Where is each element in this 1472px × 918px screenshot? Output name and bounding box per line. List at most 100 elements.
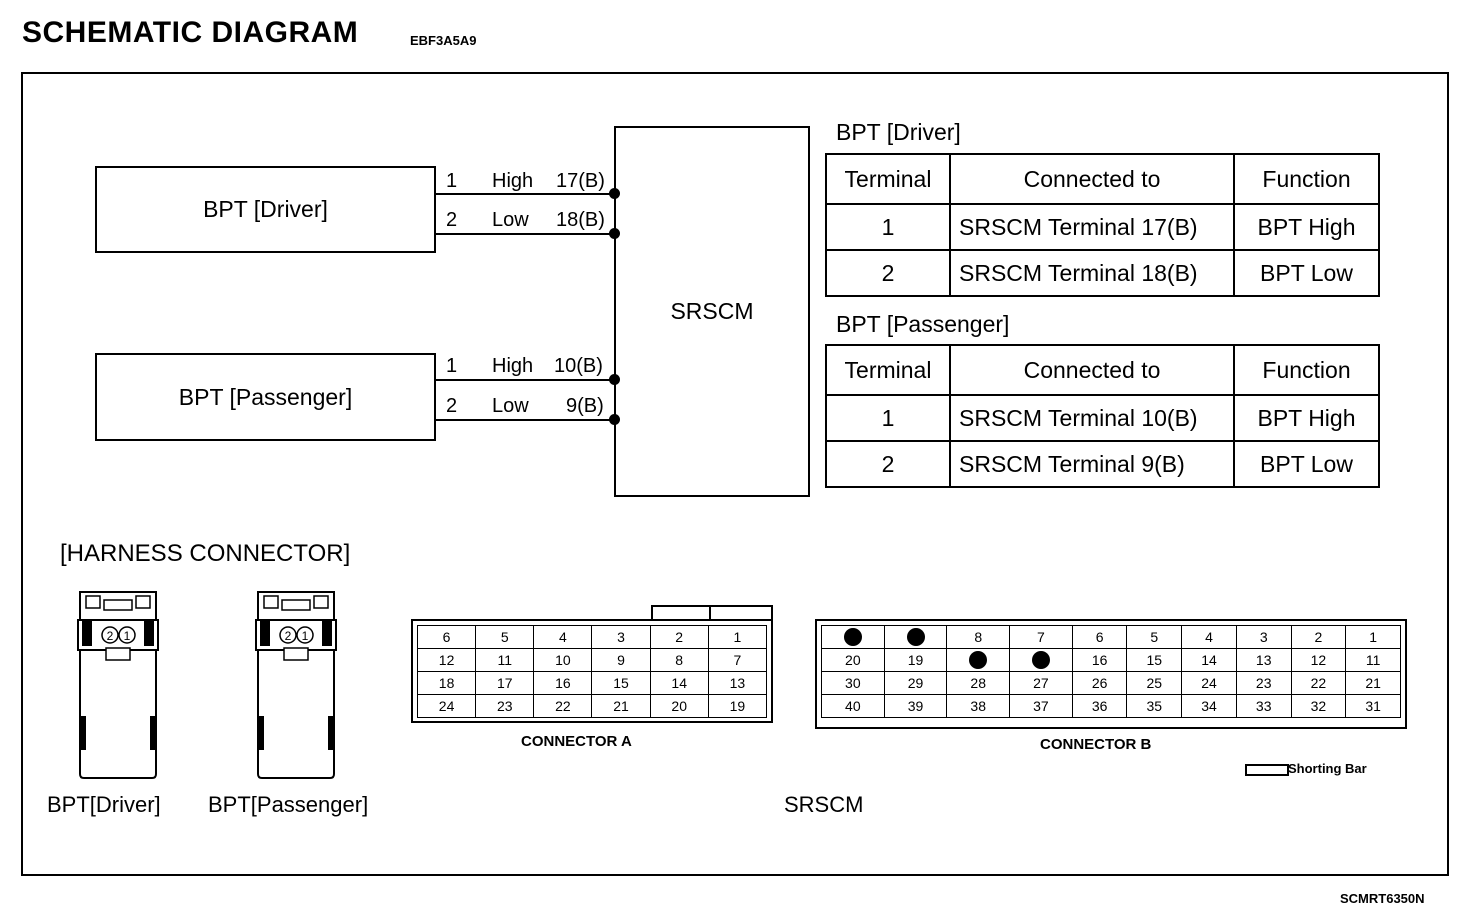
srscm-connector-label: SRSCM <box>784 792 864 817</box>
pin-cell: 20 <box>649 694 709 718</box>
wire-signal-label: Low <box>492 209 529 231</box>
pin-cell: 16 <box>533 671 593 695</box>
wire-driver-low <box>434 233 614 235</box>
pin-cell: 22 <box>1290 671 1347 695</box>
used-pin-marker <box>946 648 1011 672</box>
table-row: 1 SRSCM Terminal 17(B) BPT High <box>825 203 1380 251</box>
wire-terminal-label: 18(B) <box>556 209 605 231</box>
table-cell: BPT Low <box>1233 249 1380 297</box>
pin-cell: 11 <box>475 648 535 672</box>
table-header-row: Terminal Connected to Function <box>825 153 1380 205</box>
bpt-passenger-box-label: BPT [Passenger] <box>178 383 353 410</box>
pin-cell: 24 <box>416 694 477 718</box>
filled-circle-icon <box>1031 651 1050 670</box>
filled-circle-icon <box>969 651 988 670</box>
connector-a-label: CONNECTOR A <box>521 733 632 750</box>
pin-cell: 10 <box>533 648 593 672</box>
filled-circle-icon <box>906 628 925 647</box>
pin-cell: 8 <box>649 648 709 672</box>
pin-cell: 18 <box>416 671 477 695</box>
pin-cell: 30 <box>821 671 885 695</box>
pin-cell: 24 <box>1181 671 1237 695</box>
table-cell: SRSCM Terminal 9(B) <box>949 440 1235 488</box>
document-code: EBF3A5A9 <box>410 33 477 48</box>
pin-cell: 5 <box>1126 625 1183 649</box>
pin-cell: 15 <box>1126 648 1183 672</box>
pin-cell: 9 <box>591 648 651 672</box>
pin-cell: 23 <box>1235 671 1292 695</box>
pin-cell: 1 <box>707 625 768 649</box>
shorting-bar-symbol <box>1245 764 1289 776</box>
used-pin-marker <box>1009 648 1073 672</box>
pin-label: 2 <box>107 629 114 643</box>
pin-cell: 1 <box>1345 625 1401 649</box>
pin-cell: 5 <box>475 625 535 649</box>
passenger-terminal-table: Terminal Connected to Function 1 SRSCM T… <box>825 344 1380 488</box>
filled-circle-icon <box>843 628 862 647</box>
pin-cell: 34 <box>1181 694 1237 718</box>
wire-pin-label: 1 <box>446 170 458 192</box>
driver-table-title: BPT [Driver] <box>836 119 961 145</box>
bpt-driver-box-label: BPT [Driver] <box>203 196 328 222</box>
pin-label: 1 <box>124 629 131 643</box>
pin-cell: 37 <box>1009 694 1073 718</box>
pin-cell: 19 <box>883 648 948 672</box>
table-cell: 1 <box>825 394 951 442</box>
pin-label: 1 <box>302 629 309 643</box>
wire-terminal-label: 9(B) <box>566 395 604 417</box>
bpt-passenger-connector-label: BPT[Passenger] <box>208 792 369 817</box>
table-cell: BPT High <box>1233 203 1380 251</box>
table-cell: BPT High <box>1233 394 1380 442</box>
pin-cell: 40 <box>821 694 885 718</box>
driver-terminal-table: Terminal Connected to Function 1 SRSCM T… <box>825 153 1380 297</box>
pin-cell: 4 <box>533 625 593 649</box>
shorting-bar-label: Shorting Bar <box>1288 761 1367 776</box>
pin-cell: 12 <box>416 648 477 672</box>
pin-cell: 21 <box>1345 671 1401 695</box>
pin-cell: 6 <box>1071 625 1128 649</box>
pin-cell: 26 <box>1071 671 1128 695</box>
table-cell: SRSCM Terminal 10(B) <box>949 394 1235 442</box>
wire-signal-label: High <box>492 170 534 192</box>
table-header-row: Terminal Connected to Function <box>825 344 1380 396</box>
junction-dot <box>609 228 620 239</box>
wire-terminal-label: 10(B) <box>554 355 603 377</box>
table-cell: 1 <box>825 203 951 251</box>
pin-cell: 3 <box>1235 625 1292 649</box>
used-pin-marker <box>883 625 948 649</box>
passenger-table-title: BPT [Passenger] <box>836 311 1010 337</box>
pin-cell: 3 <box>591 625 651 649</box>
table-cell: BPT Low <box>1233 440 1380 488</box>
pin-cell: 20 <box>821 648 885 672</box>
wire-signal-label: Low <box>492 395 529 417</box>
pin-cell: 14 <box>1181 648 1237 672</box>
bpt-driver-connector-drawing: 2 1 <box>77 591 159 779</box>
pin-cell: 32 <box>1290 694 1347 718</box>
pin-cell: 14 <box>649 671 709 695</box>
pin-cell: 28 <box>946 671 1011 695</box>
pin-cell: 35 <box>1126 694 1183 718</box>
connector-b-label: CONNECTOR B <box>1040 736 1152 753</box>
table-header: Terminal <box>825 344 951 396</box>
table-cell: 2 <box>825 249 951 297</box>
wire-driver-high <box>434 193 614 195</box>
page-title: SCHEMATIC DIAGRAM <box>22 16 359 49</box>
table-header: Function <box>1233 344 1380 396</box>
table-cell: SRSCM Terminal 18(B) <box>949 249 1235 297</box>
pin-cell: 27 <box>1009 671 1073 695</box>
figure-code: SCMRT6350N <box>1340 891 1425 906</box>
connector-a-latch <box>651 605 773 621</box>
table-header: Connected to <box>949 344 1235 396</box>
bpt-driver-box: BPT [Driver] <box>95 166 436 253</box>
wire-pin-label: 1 <box>446 355 458 377</box>
pin-cell: 29 <box>883 671 948 695</box>
connector-a-latch-divider <box>709 605 711 619</box>
wire-pin-label: 2 <box>446 209 458 231</box>
pin-cell: 39 <box>883 694 948 718</box>
